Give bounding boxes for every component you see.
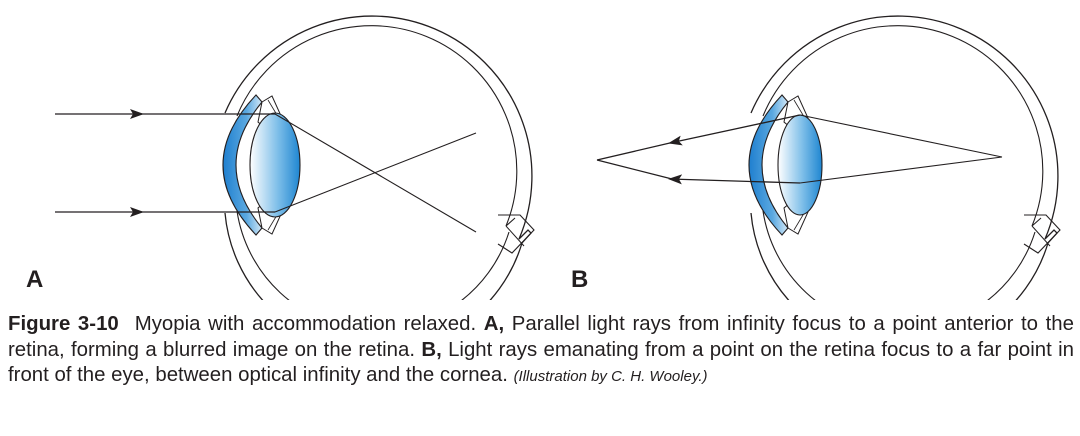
lens-a — [249, 112, 301, 218]
sclera-outer-b — [750, 15, 1059, 300]
panel-label-a: A — [26, 266, 44, 293]
figure-caption: Figure 3-10 Myopia with accommodation rel… — [8, 312, 1074, 390]
optic-nerve-a — [497, 214, 535, 254]
myopia-diagram — [55, 15, 1061, 300]
cornea-b — [748, 94, 789, 236]
cornea-a — [222, 94, 263, 236]
caption-a-text: Parallel light rays from infinity focus … — [8, 313, 1074, 361]
retina-inner-a — [236, 25, 518, 300]
eye-diagram-b — [596, 15, 1061, 300]
optic-nerve-b — [1023, 214, 1061, 254]
caption-a-marker: A, — [483, 313, 505, 335]
ray-refracted-bottom-a — [274, 132, 477, 213]
ray-out-top-b — [668, 114, 801, 146]
retina-inner-b — [762, 25, 1044, 300]
caption-b-marker: B, — [421, 338, 442, 361]
panel-label-b: B — [571, 266, 589, 293]
caption-intro: Myopia with accommodation relaxed. — [134, 313, 484, 335]
ray-retina-bottom-b — [799, 156, 1003, 184]
lens-b — [777, 114, 823, 216]
ray-retina-top-b — [799, 114, 1003, 158]
illustration-credit: (Illustration by C. H. Wooley.) — [513, 368, 708, 385]
figure-number: Figure 3-10 — [8, 313, 119, 335]
sclera-outer-a — [224, 15, 533, 300]
eye-diagram-a — [55, 15, 535, 300]
ray-out-bottom-b — [668, 174, 801, 185]
caption-b-text: Light rays emanating from a point on the… — [8, 338, 1074, 387]
